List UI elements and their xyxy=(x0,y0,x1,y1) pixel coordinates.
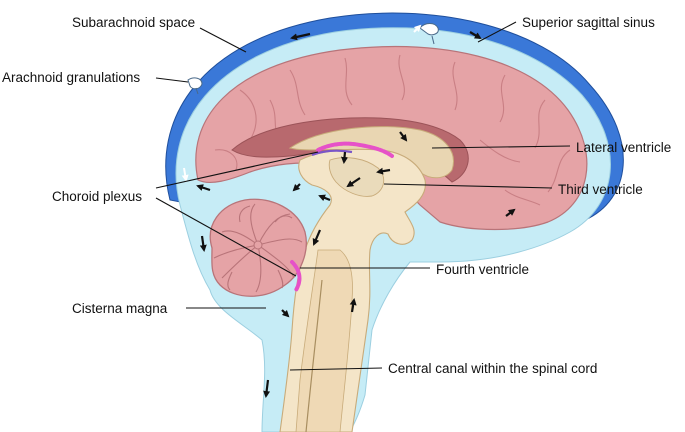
label-lateral-ventricle: Lateral ventricle xyxy=(576,140,671,155)
label-cisterna-magna: Cisterna magna xyxy=(72,301,168,316)
label-third-ventricle: Third ventricle xyxy=(558,182,643,197)
choroid-plexus-fourth xyxy=(290,260,302,292)
third-ventricle-shape xyxy=(328,157,385,197)
central-canal-line xyxy=(305,279,323,432)
label-fourth-ventricle: Fourth ventricle xyxy=(436,262,529,277)
label-superior-sagittal-sinus: Superior sagittal sinus xyxy=(522,15,655,30)
label-arachnoid-granulations: Arachnoid granulations xyxy=(2,70,140,85)
arachnoid-granulation-icons xyxy=(187,23,439,95)
label-central-canal: Central canal within the spinal cord xyxy=(388,361,597,376)
csf-flow-arrows xyxy=(181,24,516,398)
label-choroid-plexus: Choroid plexus xyxy=(52,189,142,204)
label-subarachnoid-space: Subarachnoid space xyxy=(72,15,195,30)
cerebellum xyxy=(209,198,307,297)
leader-lines xyxy=(155,21,571,371)
choroid-plexus-lateral xyxy=(316,141,394,158)
choroid-plexus-third xyxy=(311,149,353,157)
